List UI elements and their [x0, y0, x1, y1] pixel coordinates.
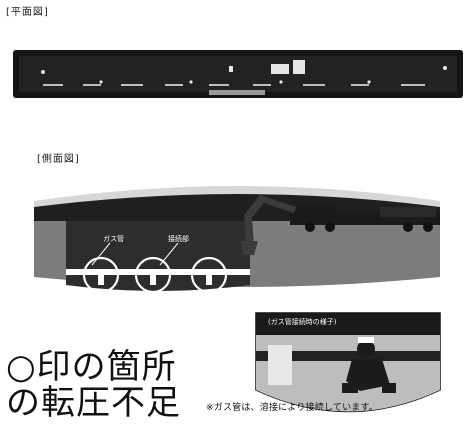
side-view-graphic: ガス管 接続部	[0, 185, 472, 423]
inset-title: (ガス管接続時の様子)	[268, 317, 337, 326]
inset-welding-view: (ガス管接続時の様子)	[255, 312, 441, 413]
side-view-label: [側面図]	[37, 154, 80, 165]
excavator	[240, 195, 440, 255]
plan-view-svg	[13, 50, 463, 98]
plan-view-graphic	[13, 50, 463, 98]
caption-line-1: ○印の箇所	[6, 347, 177, 387]
footnote: ※ガス管は、溶接により接続しています。	[206, 403, 378, 413]
plan-view-label: [平面図]	[6, 7, 49, 18]
joint-label: 接続部	[168, 234, 189, 243]
caption-line-2: の転圧不足	[6, 383, 181, 423]
gas-pipe-label: ガス管	[103, 234, 124, 243]
side-view-svg: ガス管 接続部	[34, 186, 441, 413]
